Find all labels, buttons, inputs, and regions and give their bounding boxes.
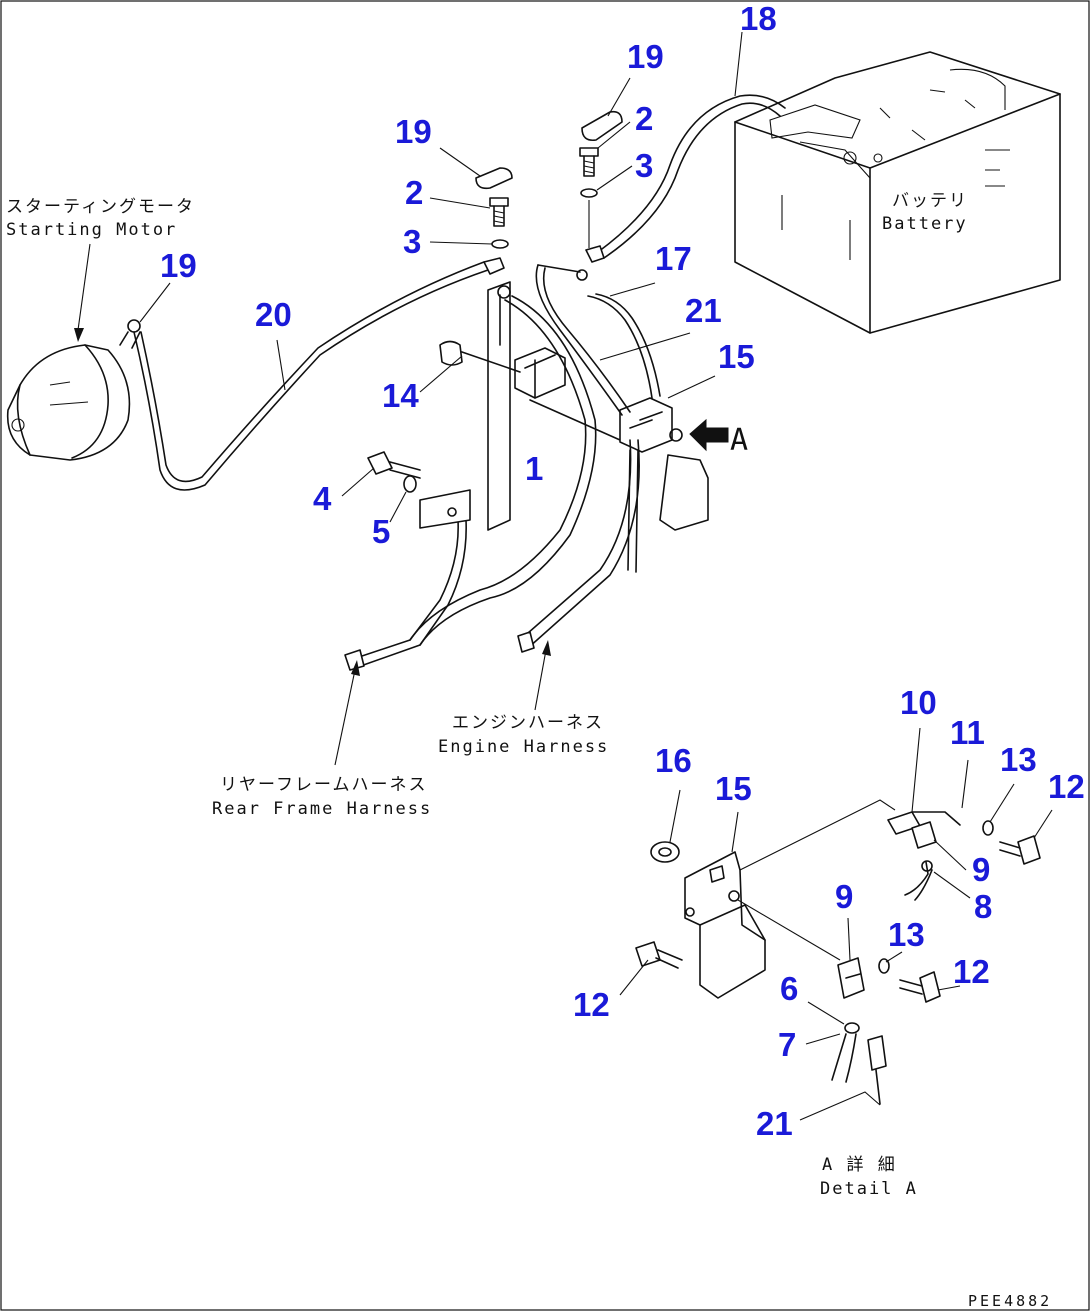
part-number-19-top: 19 [627, 38, 664, 75]
part-number-3-mid: 3 [403, 223, 421, 260]
battery-label-en: Battery [882, 214, 968, 234]
rear-frame-harness-label-jp: リヤーフレームハーネス [220, 775, 427, 795]
view-arrow-label: A [730, 423, 748, 458]
part-number-7: 7 [778, 1026, 796, 1063]
part-number-19-mid: 19 [395, 113, 432, 150]
starting-motor-drawing [6, 319, 141, 461]
part-number-21-detail: 21 [756, 1105, 793, 1142]
part-number-5: 5 [372, 513, 390, 550]
main-assembly [344, 264, 729, 671]
part-number-13-right: 13 [1000, 741, 1037, 778]
rear-frame-harness-label-en: Rear Frame Harness [212, 799, 432, 819]
part-number-13-mid: 13 [888, 916, 925, 953]
part-number-6: 6 [780, 970, 798, 1007]
battery-cable [597, 94, 786, 253]
part-number-2-top: 2 [635, 100, 653, 137]
engine-harness-label-jp: エンジンハーネス [452, 713, 604, 733]
starting-motor-label-jp: スターティングモータ [6, 197, 195, 217]
part-number-12-left: 12 [573, 986, 610, 1023]
drawing-code: PEE4882 [968, 1292, 1052, 1310]
part-number-15-detail: 15 [715, 770, 752, 807]
starting-motor-label-en: Starting Motor [6, 220, 177, 240]
part-number-14: 14 [382, 377, 419, 414]
detail-a-drawing [635, 799, 1041, 1121]
part-number-15-main: 15 [718, 338, 755, 375]
battery-drawing [734, 51, 1061, 334]
part-number-10: 10 [900, 684, 937, 721]
part-number-12-mid: 12 [953, 953, 990, 990]
detail-a-label-en: Detail A [820, 1179, 918, 1199]
part-number-19-motor: 19 [160, 247, 197, 284]
part-number-8: 8 [974, 888, 992, 925]
part-number-20: 20 [255, 296, 292, 333]
engine-harness-label-en: Engine Harness [438, 737, 609, 757]
battery-label-jp: バッテリ [892, 191, 968, 211]
part-number-3-top: 3 [635, 147, 653, 184]
part-number-12-right: 12 [1048, 768, 1085, 805]
part-number-11: 11 [950, 714, 985, 751]
starter-cable [133, 269, 489, 491]
part-number-9-right: 9 [972, 851, 990, 888]
part-number-18: 18 [740, 0, 777, 37]
part-number-9-mid: 9 [835, 878, 853, 915]
part-number-16: 16 [655, 742, 692, 779]
part-number-1: 1 [525, 450, 543, 487]
leader-lines [74, 31, 1053, 1045]
part-number-17: 17 [655, 240, 692, 277]
cable-terminal [483, 257, 505, 275]
battery-cable-edge [603, 102, 781, 259]
part-number-2-mid: 2 [405, 174, 423, 211]
top-hardware [475, 110, 623, 263]
part-number-21-main: 21 [685, 292, 722, 329]
starter-cable-edge [140, 261, 485, 483]
detail-a-label-jp: A 詳 細 [822, 1155, 897, 1175]
part-number-4: 4 [313, 480, 332, 517]
